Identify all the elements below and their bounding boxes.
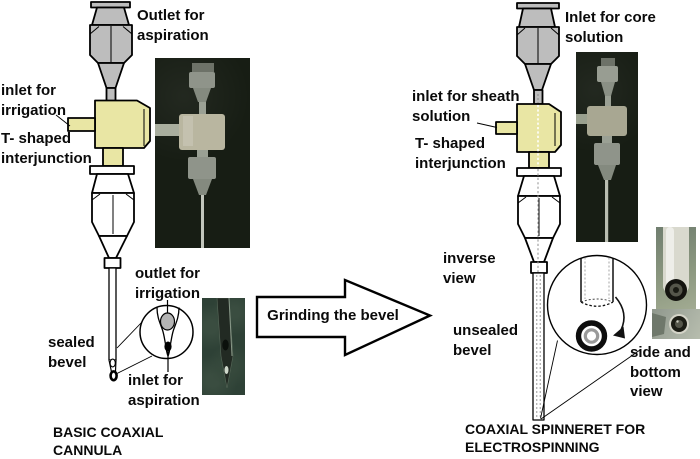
right-inset-leader-left [540,340,558,419]
label-sealed-bevel: sealed bevel [48,334,95,371]
inlet-aspiration-hole [164,341,172,352]
left-inset-circle [139,304,194,360]
tube-mouth-back-rim [580,298,614,303]
inverse-tube-walls [580,258,614,302]
label-inlet-sheath: inlet for sheath solution [412,88,520,125]
bottom-view-inner-ring [583,328,600,344]
right-inset-magnifier [540,254,648,420]
left-inset-leader-bottom [115,355,153,375]
right-junction-neck [528,151,550,169]
left-needle-collar [103,257,122,269]
label-inlet-aspiration: inlet for aspiration [128,372,200,409]
photo-needle-tip-content [216,298,234,389]
right-side-port [495,121,518,135]
photo-left-assembly-content [155,63,225,248]
sealed-tip [109,370,118,382]
photo-side-view-content [663,227,689,301]
rotate-arrow-curve [614,296,625,331]
right-schematic [495,2,562,421]
bottom-view-outer-ring [575,320,608,352]
left-schematic [55,1,151,382]
inverse-tube-inner-dashes [584,257,610,299]
right-top-neck [518,7,556,28]
left-inset-leader-top [116,321,143,349]
sealed-bevel-hole [109,358,116,368]
left-t-junction-block [94,99,151,149]
left-hub-flange [89,165,135,175]
left-hub-cone [98,235,128,259]
sheath-leader-line [476,122,498,128]
outlet-irrigation-hole [159,312,176,331]
photo-needle-tip [202,298,245,395]
right-luer-stem [533,89,544,105]
left-needle-shaft [108,267,117,361]
right-luer-facets [516,27,560,63]
right-t-junction-block [516,103,562,153]
label-unsealed-bevel: unsealed bevel [453,322,519,359]
left-hub-shoulder [91,173,135,194]
photo-left-assembly [155,58,250,248]
left-inset-magnifier [115,300,194,375]
label-grinding-the-bevel: Grinding the bevel [267,307,399,324]
label-t-junction-left: T- shaped interjunction [1,130,92,167]
left-luer-stem [105,87,117,102]
grinding-arrow-shape [255,278,433,357]
photo-bottom-view [652,309,700,339]
right-needle-shaft [532,272,545,421]
label-t-junction-right: T- shaped interjunction [415,135,506,172]
right-hub-flange [516,167,562,177]
photo-side-view [656,227,696,310]
right-hub-cone [524,237,554,263]
label-inlet-irrigation: inlet for irrigation [1,82,67,119]
label-outlet-aspiration: Outlet for aspiration [137,7,209,44]
label-inlet-core: Inlet for core solution [565,9,656,46]
right-hub-facets [517,196,561,236]
left-junction-neck [102,147,124,167]
left-hub-facets [91,193,135,234]
label-outlet-irrigation: outlet for irrigation [135,265,201,302]
right-hub-shoulder [517,175,561,197]
photo-right-assembly-content [576,58,627,242]
caption-coaxial-spinneret: COAXIAL SPINNERET FOR ELECTROSPINNING [465,421,646,455]
label-side-bottom-view: side and bottom view [630,344,691,400]
left-top-neck [91,6,130,26]
right-inset-leader-right [540,349,641,420]
caption-basic-cannula: BASIC COAXIAL CANNULA [53,424,164,458]
left-luer-facets [89,26,133,62]
right-inner-needle-dashes [536,94,541,418]
right-luer-cone [524,63,552,91]
photo-bottom-view-content [652,313,689,337]
irrigation-leader-line [55,114,71,127]
rotate-arrow-head [613,326,625,339]
right-needle-collar [530,261,548,274]
label-inverse-view: inverse view [443,250,496,287]
photo-right-assembly [576,52,638,242]
left-luer-cone [97,62,125,89]
